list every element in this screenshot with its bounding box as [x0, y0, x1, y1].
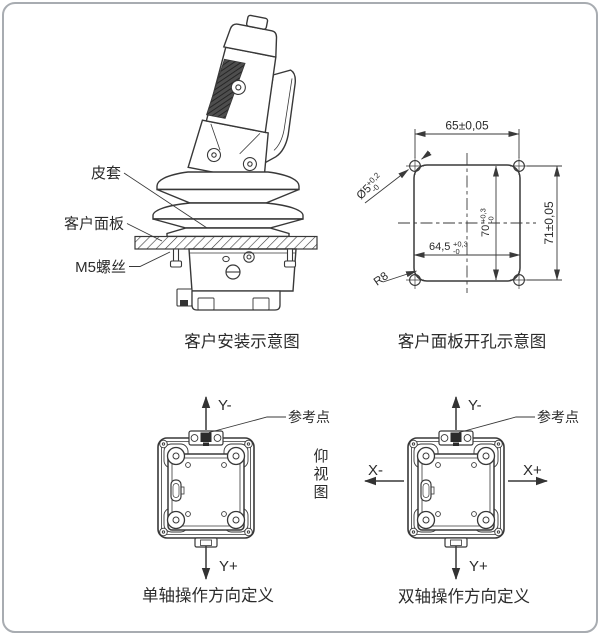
dim-cut-height-sub: -0 [487, 216, 496, 223]
dim-corner-radius: R8 [372, 270, 391, 288]
bottom-view-label: 仰 视 图 [313, 448, 328, 501]
single-axis-caption: 单轴操作方向定义 [142, 586, 274, 605]
y-plus-label: Y+ [219, 558, 238, 575]
cutout-caption: 客户面板开孔示意图 [398, 332, 547, 351]
base-bottom-view [157, 430, 255, 548]
rubber-boot [152, 171, 304, 238]
joystick-body [176, 248, 297, 311]
svg-text:视: 视 [313, 466, 328, 483]
dual-axis-figure: Y- Y+ X- X+ 参考点 双轴操作方向定义 [364, 396, 579, 606]
single-axis-figure: Y- Y+ 参考点 单轴操作方向定义 [142, 396, 330, 605]
cutout-outline [413, 164, 521, 282]
mounting-holes [406, 157, 528, 289]
dim-hole-diameter-sub: -0 [370, 182, 382, 194]
m5-screw-label: M5螺丝 [75, 259, 126, 276]
mounting-flange [166, 227, 290, 238]
svg-text:仰: 仰 [313, 448, 328, 465]
ref-point-label: 参考点 [537, 409, 579, 425]
dual-axis-caption: 双轴操作方向定义 [398, 587, 530, 606]
joystick-handle [187, 14, 297, 183]
x-plus-label: X+ [523, 462, 542, 479]
dim-cut-height: 70 [480, 225, 492, 237]
dim-hole-spacing-width: 65±0,05 [445, 119, 489, 133]
panel-cutout-figure: 65±0,05 71±0,05 70 +0,3 -0 64,5 +0,3 -0 … [355, 119, 562, 351]
dim-cut-width-sup: +0,3 [453, 240, 468, 249]
handle-grip-pad [205, 58, 246, 119]
customer-panel-plate [134, 235, 318, 250]
y-plus-label: Y+ [469, 558, 488, 575]
x-minus-label: X- [368, 462, 383, 479]
installation-figure: 皮套 客户面板 M5螺丝 客户安装示意图 [64, 14, 318, 351]
dim-hole-spacing-height: 71±0,05 [542, 201, 556, 245]
ref-point-leader [208, 416, 286, 433]
m5-screws [169, 248, 297, 268]
dim-cut-width: 64,5 [429, 241, 450, 253]
dim-cut-width-sub: -0 [453, 247, 460, 256]
y-minus-label: Y- [468, 397, 482, 414]
ref-point-leader [458, 416, 535, 433]
panel-label: 客户面板 [64, 215, 124, 233]
ref-point-label: 参考点 [288, 409, 330, 425]
installation-caption: 客户安装示意图 [184, 332, 300, 351]
boot-label: 皮套 [91, 165, 121, 182]
centerlines [398, 153, 536, 293]
y-minus-label: Y- [218, 397, 232, 414]
base-bottom-view [407, 430, 505, 548]
dim-cut-height-sup: +0,3 [479, 208, 488, 223]
svg-text:图: 图 [313, 484, 328, 501]
